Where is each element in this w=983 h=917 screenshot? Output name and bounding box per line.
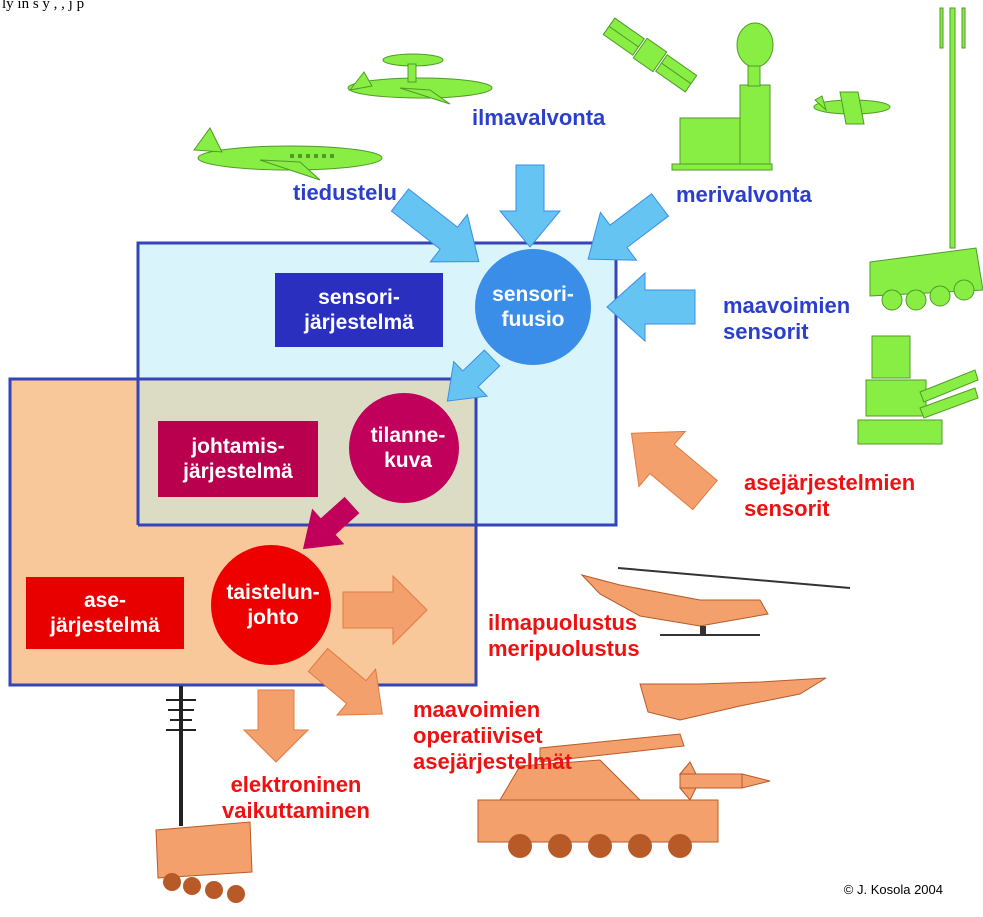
arrow-ilmavalvonta: [500, 165, 560, 247]
label-vaikuttaminen: vaikuttaminen: [222, 798, 370, 824]
control-node-label: taistelun- johto: [211, 545, 335, 665]
label-maavoimien-red: maavoimien: [413, 697, 572, 723]
label-ilmavalvonta: ilmavalvonta: [472, 105, 605, 131]
label-asejarjestelmien-sensorit: asejärjestelmien sensorit: [744, 470, 915, 522]
uav-icon: [814, 92, 890, 124]
cropped-top-text: ly in s y , , j p: [2, 0, 84, 13]
label-maavoimien-sensorit: maavoimien sensorit: [723, 293, 850, 345]
label-tiedustelu: tiedustelu: [293, 180, 397, 206]
weapon-system-label-line2: järjestelmä: [50, 613, 160, 638]
control-node-line2: johto: [247, 605, 298, 630]
label-asejarjestelmien: asejärjestelmien: [744, 470, 915, 496]
label-ilmapuolustus-meripuolustus: ilmapuolustus meripuolustus: [488, 610, 640, 662]
arrow-weapon-sensors: [608, 406, 728, 523]
picture-node-line2: kuva: [384, 448, 432, 473]
sensor-system-label: sensori- järjestelmä: [275, 273, 443, 347]
label-elektroninen: elektroninen: [222, 772, 370, 798]
command-system-label-line1: johtamis-: [191, 434, 284, 459]
sensor-system-label-line1: sensori-: [318, 285, 400, 310]
label-maavoimien-operatiiviset: maavoimien operatiiviset asejärjestelmät: [413, 697, 572, 775]
weapon-system-label-line1: ase-: [84, 588, 126, 613]
awacs-aircraft-icon: [348, 54, 492, 104]
sensor-system-label-line2: järjestelmä: [304, 310, 414, 335]
fusion-node-line1: sensori-: [492, 282, 574, 307]
label-sensorit-red: sensorit: [744, 496, 915, 522]
radar-turret-icon: [858, 336, 978, 444]
satellite-icon: [602, 16, 698, 93]
label-ilmapuolustus: ilmapuolustus: [488, 610, 640, 636]
radar-station-icon: [672, 23, 773, 170]
arrow-control-down: [244, 690, 308, 762]
label-maavoimien: maavoimien: [723, 293, 850, 319]
control-node-line1: taistelun-: [226, 580, 319, 605]
label-asejarjestelmat: asejärjestelmät: [413, 749, 572, 775]
label-sensorit: sensorit: [723, 319, 850, 345]
fighter-jet-icon: [640, 678, 826, 720]
weapon-system-label: ase- järjestelmä: [26, 577, 184, 649]
command-system-label-line2: järjestelmä: [183, 459, 293, 484]
label-operatiiviset: operatiiviset: [413, 723, 572, 749]
fusion-node-line2: fuusio: [502, 307, 565, 332]
arrow-maavoimien-sensorit: [607, 273, 695, 341]
picture-node-line1: tilanne-: [371, 423, 446, 448]
label-meripuolustus: meripuolustus: [488, 636, 640, 662]
fusion-node-label: sensori- fuusio: [475, 249, 591, 365]
label-elektroninen-vaikuttaminen: elektroninen vaikuttaminen: [222, 772, 370, 824]
copyright-text: © J. Kosola 2004: [844, 882, 943, 897]
command-system-label: johtamis- järjestelmä: [158, 421, 318, 497]
picture-node-label: tilanne- kuva: [349, 393, 467, 503]
missile-icon: [680, 762, 770, 800]
recon-aircraft-icon: [194, 128, 382, 180]
radio-mast-vehicle-icon: [870, 8, 983, 310]
label-merivalvonta: merivalvonta: [676, 182, 812, 208]
